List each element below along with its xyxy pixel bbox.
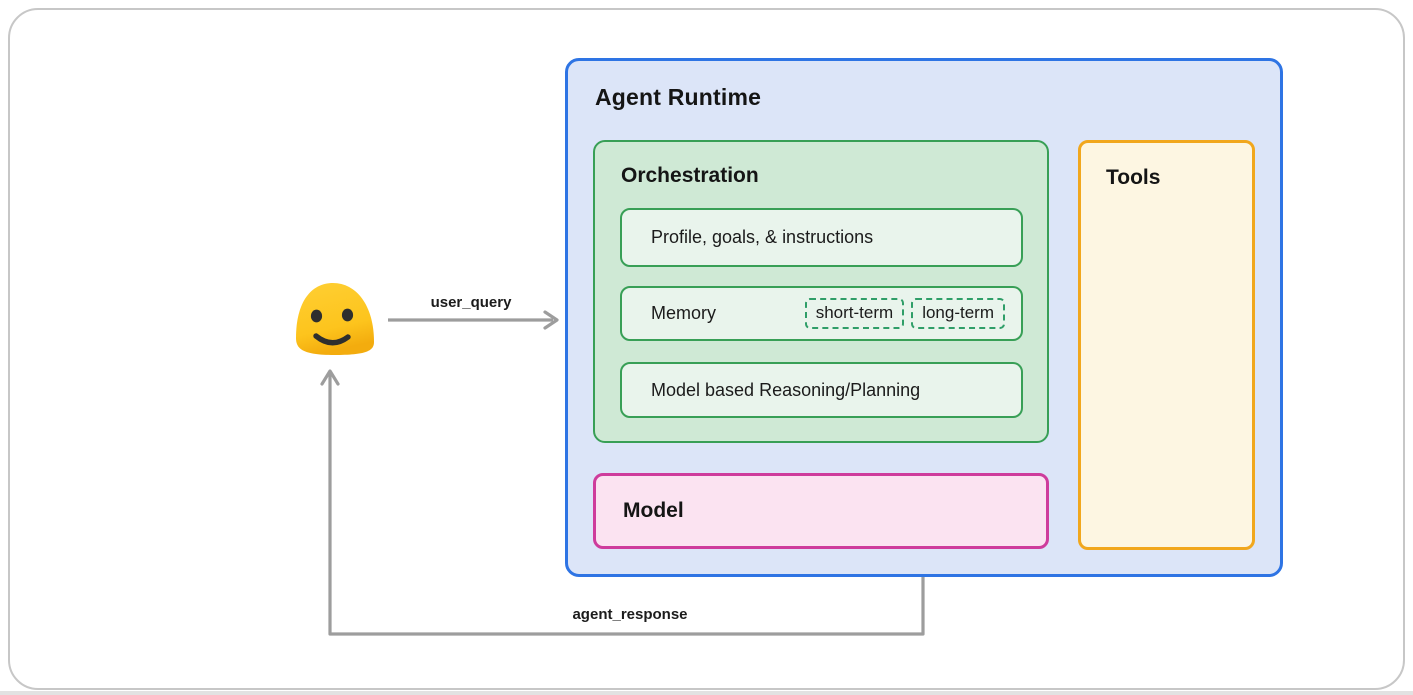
tools-title: Tools bbox=[1106, 166, 1161, 189]
tools-box: Tools bbox=[1078, 140, 1255, 550]
short-term-memory-chip: short-term bbox=[804, 298, 905, 329]
memory-box: Memory short-term long-term bbox=[620, 286, 1023, 341]
orchestration-title: Orchestration bbox=[621, 164, 759, 187]
user-blob-emoji-icon bbox=[296, 283, 374, 355]
reasoning-planning-box: Model based Reasoning/Planning bbox=[620, 362, 1023, 418]
user-query-label: user_query bbox=[430, 294, 512, 311]
agent-runtime-title: Agent Runtime bbox=[595, 84, 762, 110]
profile-goals-instructions-box: Profile, goals, & instructions bbox=[620, 208, 1023, 267]
profile-goals-instructions-label: Profile, goals, & instructions bbox=[651, 227, 874, 247]
agent-response-label: agent_response bbox=[572, 606, 688, 623]
bottom-shadow-strip bbox=[0, 691, 1413, 695]
reasoning-planning-label: Model based Reasoning/Planning bbox=[651, 379, 921, 400]
long-term-memory-chip: long-term bbox=[911, 298, 1005, 329]
memory-label: Memory bbox=[651, 303, 717, 323]
model-box: Model bbox=[593, 473, 1049, 549]
memory-chips: short-term long-term bbox=[804, 298, 1005, 329]
model-title: Model bbox=[623, 499, 684, 522]
